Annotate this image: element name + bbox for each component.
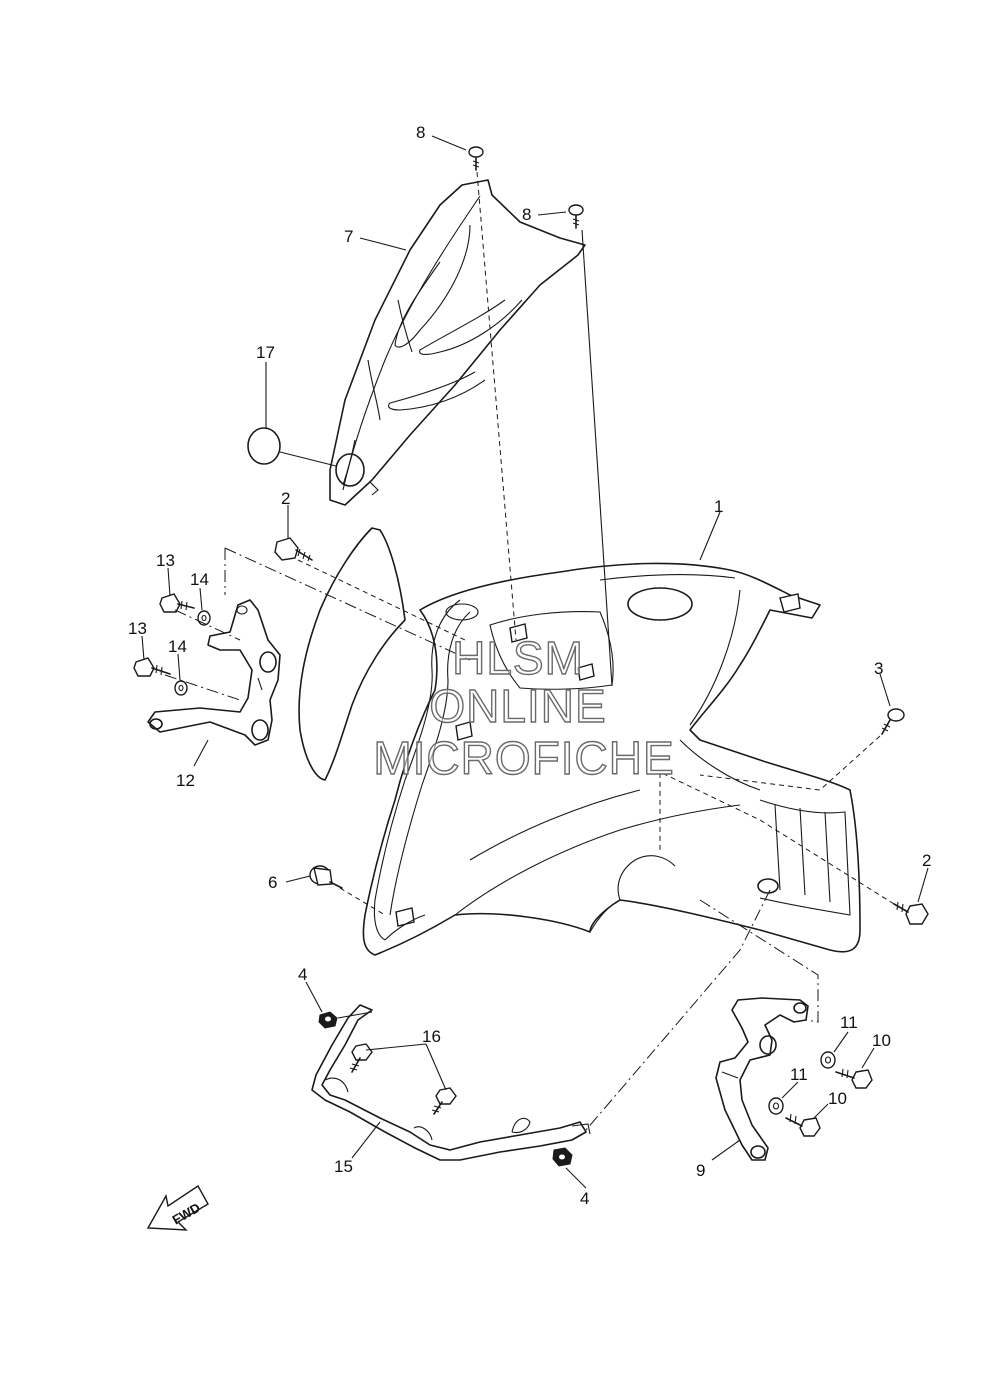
assembly-lines [164, 171, 895, 1131]
fwd-arrow-icon: FWD [146, 1184, 209, 1231]
callout-9: 9 [696, 1161, 705, 1180]
callout-8-top: 8 [416, 123, 425, 142]
stay-part-15 [311, 1004, 591, 1161]
bolt-part-10-lower [785, 1113, 821, 1137]
right-bracket-part-9 [715, 997, 809, 1161]
screw-part-8-right [568, 204, 584, 229]
callout-13-lower: 13 [128, 619, 147, 638]
washer-part-14-lower [174, 680, 188, 696]
nut-part-4-upper [318, 1011, 338, 1029]
screw-part-3 [881, 708, 905, 735]
callout-10-lower: 10 [828, 1089, 847, 1108]
emblem-part-17 [247, 427, 281, 465]
callout-14-lower: 14 [168, 637, 187, 656]
watermark-line-1: HLSM [452, 632, 584, 684]
callout-2-right: 2 [922, 851, 931, 870]
callout-15: 15 [334, 1157, 353, 1176]
callout-7: 7 [344, 227, 353, 246]
washer-part-11-upper [820, 1051, 836, 1069]
washer-part-11-lower [768, 1097, 784, 1115]
bolt-part-2-left [274, 537, 313, 562]
bolt-part-13-upper [159, 593, 195, 613]
callout-17: 17 [256, 343, 275, 362]
callout-10-upper: 10 [872, 1031, 891, 1050]
nut-part-4-lower [552, 1147, 573, 1167]
bolt-part-13-lower [133, 657, 171, 677]
callout-1: 1 [714, 497, 723, 516]
screw-part-8-top [468, 146, 484, 171]
left-bracket-part-12 [147, 599, 281, 746]
callout-6: 6 [268, 873, 277, 892]
bolt-part-2-right [893, 901, 929, 925]
bolt-part-10-upper [835, 1068, 873, 1089]
bolt-part-6 [309, 865, 343, 889]
watermark-line-3: MICROFICHE [373, 732, 674, 784]
callout-8-right: 8 [522, 205, 531, 224]
callout-14-upper: 14 [190, 570, 209, 589]
callout-12: 12 [176, 771, 195, 790]
bolt-part-16-lower [431, 1087, 457, 1115]
upper-cover-part-7 [329, 179, 586, 506]
callout-4-upper: 4 [298, 965, 307, 984]
callout-13-upper: 13 [156, 551, 175, 570]
callout-numbers: 8 8 7 17 2 1 13 14 13 14 12 3 6 2 4 16 1… [128, 123, 931, 1208]
callout-3: 3 [874, 659, 883, 678]
callout-leaders [141, 135, 929, 1189]
callout-16: 16 [422, 1027, 441, 1046]
bolt-part-16-upper [349, 1043, 373, 1073]
front-fender-part-1 [298, 527, 861, 956]
callout-4-lower: 4 [580, 1189, 589, 1208]
callout-11-upper: 11 [840, 1013, 858, 1032]
watermark: HLSM ONLINE MICROFICHE [373, 631, 675, 784]
callout-11-lower: 11 [790, 1065, 808, 1084]
watermark-line-2: ONLINE [429, 680, 606, 732]
callout-2-left: 2 [281, 489, 290, 508]
